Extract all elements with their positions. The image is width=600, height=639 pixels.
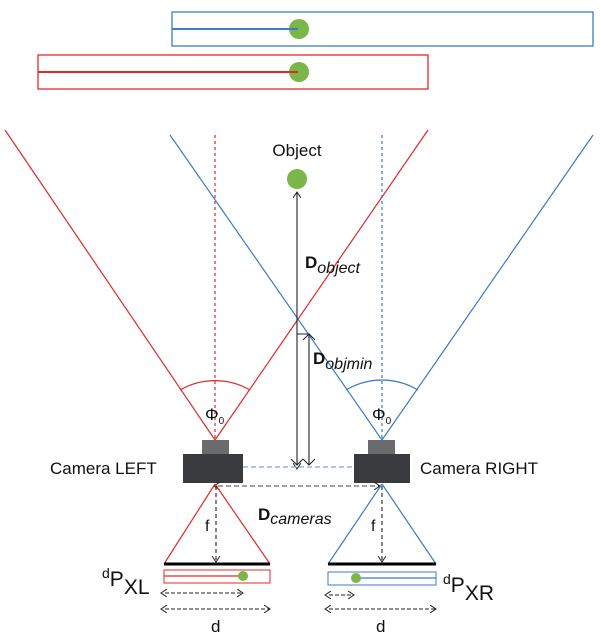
left-camera-fov: [4, 129, 429, 441]
camera-left-label: Camera LEFT: [50, 459, 157, 478]
d-object-label: Dobject: [305, 253, 361, 277]
left-projection-edge-right: [214, 483, 271, 565]
object-point: [287, 169, 307, 189]
camera-right: [354, 440, 410, 483]
camera-right-body: [354, 454, 410, 483]
left-fov-edge-right: [214, 129, 429, 441]
d-right-label: d: [376, 617, 385, 636]
focal-length-left-label: f: [205, 518, 210, 535]
right-fov-edge-left: [169, 134, 383, 441]
phi-left-label: Φ0: [205, 405, 225, 427]
left-object-projection: [289, 62, 309, 82]
left-projection-edge-left: [163, 483, 216, 565]
d-cameras-label: Dcameras: [258, 505, 332, 528]
camera-right-lens: [368, 440, 395, 454]
camera-left-body: [183, 454, 243, 483]
left-fov-edge-left: [4, 129, 216, 441]
camera-right-label: Camera RIGHT: [420, 459, 538, 478]
d-objmin-label: Dobjmin: [313, 349, 373, 373]
left-image-plane-small: [163, 569, 271, 584]
right-image-plane-top: [171, 11, 594, 47]
object-label: Object: [272, 141, 321, 160]
dpxr-label: dPXR: [443, 571, 494, 605]
right-fov-edge-right: [381, 134, 594, 441]
right-image-plane-small: [327, 571, 437, 586]
right-projection-edge-right: [381, 483, 437, 565]
phi-right-label: Φ0: [372, 405, 392, 427]
d-left-label: d: [211, 617, 220, 636]
left-fov-arc: [179, 380, 251, 391]
camera-left-lens: [202, 440, 229, 454]
focal-length-right-label: f: [371, 518, 376, 535]
right-object-projection: [289, 19, 309, 39]
camera-left: [183, 440, 243, 483]
left-small-object-projection: [238, 571, 248, 581]
d-objmin-arrow: [297, 333, 310, 465]
right-camera-fov: [169, 134, 594, 441]
dpxl-label: dPXL: [102, 565, 150, 599]
right-small-object-projection: [351, 573, 361, 583]
left-image-plane-top: [37, 54, 429, 90]
right-projection-edge-left: [327, 483, 383, 565]
right-fov-arc: [345, 379, 419, 391]
